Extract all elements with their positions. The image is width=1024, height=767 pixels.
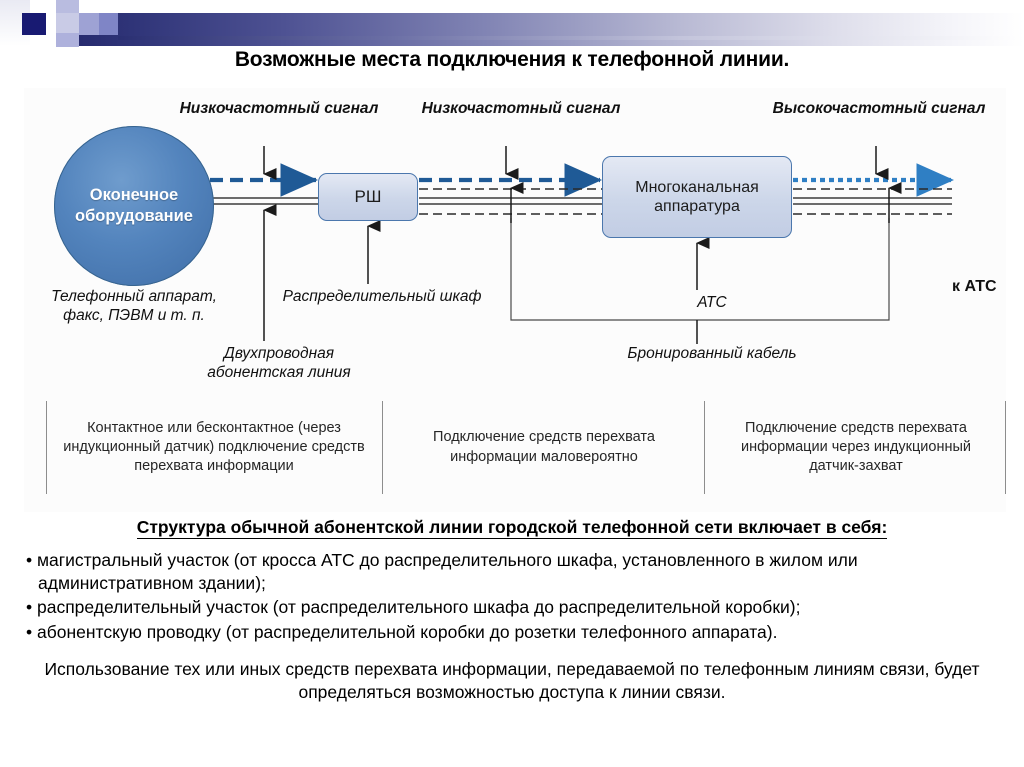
page-title: Возможные места подключения к телефонной… (234, 48, 790, 71)
decor-square-light-mid (56, 13, 79, 35)
decor-square-dark-mid (99, 13, 118, 35)
column-divider-1 (382, 401, 383, 494)
label-armored-cable: Бронированный кабель (627, 345, 797, 362)
closing-paragraph: Использование тех или иных средств перех… (44, 658, 980, 703)
column-text-3: Подключение средств перехвата информации… (740, 419, 971, 475)
label-to-ats: к АТС (952, 278, 997, 295)
label-distribution-cabinet: Распределительный шкаф (282, 288, 482, 305)
node-terminal-equipment: Оконечное оборудование (54, 126, 214, 286)
column-divider-left (46, 401, 47, 494)
label-low-frequency-signal-1: Низкочастотный сигнал (179, 100, 379, 117)
label-high-frequency-signal: Высокочастотный сигнал (772, 100, 986, 117)
label-ats: АТС (697, 294, 727, 311)
explanatory-text-block: Структура обычной абонентской линии горо… (0, 516, 1024, 705)
diagram-panel: Низкочастотный сигнал Низкочастотный сиг… (24, 88, 1006, 512)
label-telephone-apparatus: Телефонный аппарат, факс, ПЭВМ и т. п. (51, 288, 217, 324)
header-gradient-bar (75, 13, 1024, 46)
column-text-2: Подключение средств перехвата информации… (433, 429, 655, 465)
column-divider-right (1005, 401, 1006, 494)
decor-square-light-top (56, 0, 79, 13)
header-decorative-band (0, 0, 1024, 47)
bullet-item-2: • распределительный участок (от распреде… (26, 597, 801, 618)
decor-square-medium (79, 13, 99, 35)
decor-square-navy (22, 13, 46, 35)
lead-line: Структура обычной абонентской линии горо… (0, 516, 1024, 539)
bullet-item-3: • абонентскую проводку (от распределител… (26, 622, 778, 642)
lead-line-text: Структура обычной абонентской линии горо… (136, 517, 888, 539)
header-gradient-underbar (118, 36, 1024, 40)
node-multichannel-equipment: Многоканальная аппаратура (602, 156, 792, 238)
label-low-frequency-signal-2: Низкочастотный сигнал (421, 100, 621, 117)
column-divider-2 (704, 401, 705, 494)
decor-square-white-2 (79, 0, 99, 13)
diagram-connectors (186, 146, 955, 344)
column-text-1: Контактное или бесконтактное (через инду… (63, 419, 365, 475)
decor-square-bottom (56, 33, 79, 47)
diagram-conclusion-columns: Контактное или бесконтактное (через инду… (24, 395, 1006, 500)
decor-square-white-3 (33, 33, 56, 47)
node-distribution-cabinet: РШ (318, 173, 418, 221)
label-two-wire-subscriber-line: Двухпроводная абонентская линия (207, 345, 351, 381)
bullet-item-1: • магистральный участок (от кросса АТС д… (26, 549, 858, 593)
